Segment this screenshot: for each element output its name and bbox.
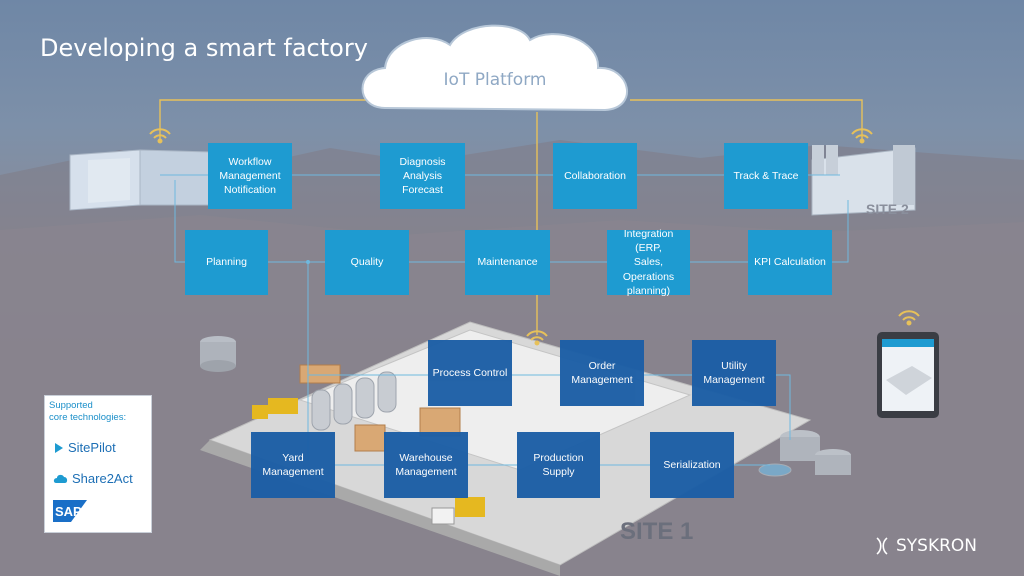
process-control-label: Process Control — [432, 366, 508, 379]
silos — [311, 371, 397, 431]
sitepilot-label: SitePilot — [68, 440, 116, 455]
iot-cloud — [361, 24, 628, 112]
order-management-line-1: Order — [588, 359, 616, 372]
junction-dot — [306, 260, 310, 264]
share2act-icon — [53, 474, 68, 483]
brand-name: SYSKRON — [896, 536, 978, 556]
iot-platform-label: IoT Platform — [443, 70, 547, 90]
track-trace-box[interactable]: Track & Trace — [724, 143, 808, 209]
wifi-icon — [851, 128, 873, 144]
integration-line-2: Sales, — [633, 256, 664, 269]
slide-title: Developing a smart factory — [40, 34, 368, 62]
network-lines — [160, 174, 849, 466]
utility-management-line-2: Management — [703, 374, 765, 386]
integration-box[interactable]: Integration (ERP, Sales, Operations plan… — [607, 228, 690, 297]
site2-label: SITE 2 — [866, 201, 909, 217]
serialization-box[interactable]: Serialization — [650, 432, 734, 498]
workflow-line-2: Management — [219, 169, 281, 182]
share2act-label: Share2Act — [72, 471, 133, 486]
warehouse-management-line-1: Warehouse — [399, 451, 453, 464]
diagnosis-line-3: Forecast — [402, 184, 443, 197]
office-building — [69, 149, 211, 211]
utility-management-box[interactable]: Utility Management — [692, 340, 776, 406]
storage-tanks — [200, 336, 851, 477]
maintenance-box[interactable]: Maintenance — [465, 230, 550, 295]
planning-label: Planning — [206, 256, 247, 269]
collaboration-box[interactable]: Collaboration — [553, 143, 637, 209]
kpi-calculation-label: KPI Calculation — [754, 256, 826, 269]
workflow-box[interactable]: Workflow Management Notification — [208, 143, 292, 209]
site1-label: SITE 1 — [620, 518, 694, 545]
collaboration-label: Collaboration — [564, 169, 626, 182]
syskron-logo: SYSKRON — [874, 536, 977, 556]
quality-box[interactable]: Quality — [325, 230, 409, 295]
maintenance-label: Maintenance — [477, 256, 538, 269]
yard-management-box[interactable]: Yard Management — [251, 432, 335, 498]
integration-line-1: Integration (ERP, — [623, 228, 674, 255]
syskron-icon — [876, 537, 888, 555]
wifi-icon — [149, 128, 171, 144]
production-supply-line-1: Production — [533, 451, 584, 464]
warehouse-management-line-2: Management — [395, 466, 457, 478]
workflow-line-1: Workflow — [228, 155, 272, 168]
integration-line-3: Operations — [622, 270, 675, 283]
sap-text: SAP — [55, 504, 82, 519]
crates — [299, 364, 461, 452]
sap-logo: SAP — [53, 500, 87, 522]
tech-panel-title: Supported core technologies: — [49, 400, 126, 425]
yard-management-line-1: Yard — [282, 451, 304, 464]
tech-title-line-2: core technologies: — [49, 412, 127, 424]
wifi-icon — [526, 330, 548, 346]
serialization-label: Serialization — [663, 458, 721, 471]
kpi-calculation-box[interactable]: KPI Calculation — [748, 230, 832, 295]
wifi-icon — [898, 310, 920, 326]
yard-management-line-2: Management — [262, 466, 324, 478]
diagnosis-box[interactable]: Diagnosis Analysis Forecast — [380, 143, 465, 209]
sitepilot-logo: SitePilot — [53, 440, 116, 455]
workflow-line-3: Notification — [224, 184, 276, 197]
warehouse-management-box[interactable]: Warehouse Management — [384, 432, 468, 498]
supported-technologies-panel: Supported core technologies: SitePilot S… — [44, 395, 152, 533]
production-supply-line-2: Supply — [542, 466, 575, 478]
site2-factory — [811, 145, 916, 216]
process-control-box[interactable]: Process Control — [428, 340, 512, 406]
order-management-line-2: Management — [571, 374, 633, 386]
utility-management-line-1: Utility — [721, 359, 747, 372]
cloud-connector-lines — [159, 99, 863, 335]
integration-line-4: planning) — [626, 284, 671, 297]
order-management-box[interactable]: Order Management — [560, 340, 644, 406]
sitepilot-icon — [55, 442, 63, 453]
sap-icon: SAP — [53, 500, 87, 522]
yellow-truck — [252, 398, 298, 419]
diagnosis-line-2: Analysis — [402, 169, 443, 182]
tech-title-line-1: Supported — [49, 400, 93, 411]
planning-box[interactable]: Planning — [185, 230, 268, 295]
track-trace-label: Track & Trace — [733, 169, 799, 182]
delivery-truck — [431, 497, 485, 525]
tablet-device — [877, 332, 939, 418]
production-supply-box[interactable]: Production Supply — [517, 432, 600, 498]
share2act-logo: Share2Act — [53, 471, 133, 486]
quality-label: Quality — [350, 256, 384, 269]
diagnosis-line-1: Diagnosis — [399, 155, 446, 168]
